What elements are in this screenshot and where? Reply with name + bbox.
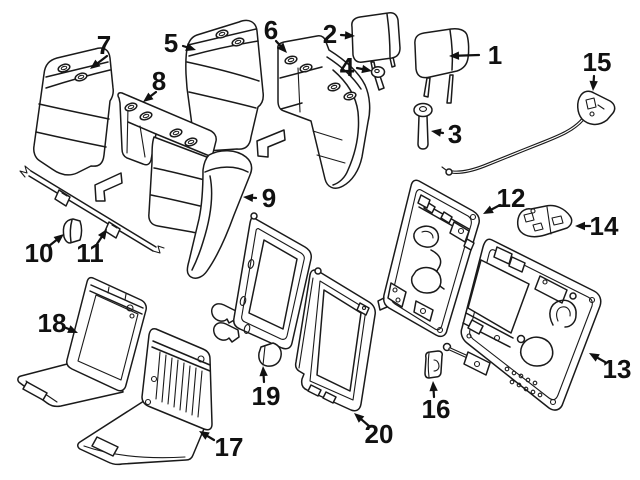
callout-19-arrowhead [259,366,268,377]
callout-13-arrowhead [589,353,600,362]
callout-6-arrowhead [277,42,287,53]
callout-18-label: 18 [38,308,67,338]
callout-5: 5 [164,28,196,58]
part-18-folding-frame-left [17,276,147,408]
callout-2: 2 [323,19,355,49]
callout-19: 19 [252,366,281,411]
callout-19-label: 19 [252,381,281,411]
callout-11-label: 11 [76,238,104,268]
part-8-seatback-center [94,92,217,234]
callout-13-label: 13 [603,354,632,384]
callout-3-arrowhead [431,128,442,137]
callout-12-arrowhead [483,205,494,214]
callout-2-arrowhead [344,31,355,40]
callout-8-label: 8 [152,66,166,96]
callout-8: 8 [143,66,166,102]
callout-15-label: 15 [583,47,612,77]
callout-20: 20 [354,413,393,449]
callout-16-label: 16 [422,394,451,424]
callout-2-label: 2 [323,19,337,49]
callout-17-label: 17 [215,432,244,462]
part-20-back-panel-right [294,267,376,412]
part-6-seatback-cushion-right [256,35,371,189]
callout-1-leader [454,53,481,57]
callout-3: 3 [431,119,462,149]
callout-11-arrowhead [97,229,107,240]
callout-11: 11 [76,229,107,268]
part-6-latch-flag [256,129,286,158]
callout-6-label: 6 [264,15,278,45]
callout-4-label: 4 [340,52,355,82]
callout-9-arrowhead [243,193,254,202]
callout-20-label: 20 [365,419,394,449]
callout-14-arrowhead [575,221,585,231]
part-15-release-cable [441,90,616,176]
callout-17-arrowhead [199,431,210,440]
callout-1-arrowhead [449,51,460,60]
callout-14: 14 [575,211,619,241]
part-14-mounting-bracket [516,204,573,238]
callout-13: 13 [589,353,631,384]
part-2-headrest-center [351,12,401,73]
callout-1-label: 1 [488,40,502,70]
callout-12-label: 12 [497,183,526,213]
callout-15: 15 [583,47,612,91]
callout-16: 16 [422,381,451,424]
callout-9-label: 9 [262,183,276,213]
callout-4: 4 [340,52,372,82]
callout-16-arrowhead [429,381,438,392]
callout-20-arrowhead [354,413,365,423]
part-10-clip [62,218,83,244]
callout-9: 9 [243,183,276,213]
part-11-trim-strip [19,165,165,254]
part-8-latch-flag [94,172,123,202]
callout-4-arrowhead [361,64,372,74]
callout-5-arrowhead [185,43,196,52]
callout-14-label: 14 [590,211,619,241]
part-3-headrest-guide-sleeve [413,102,433,150]
callout-18-arrowhead [67,325,78,333]
part-19-back-panel-left [211,212,312,367]
part-1-headrest-outer [414,28,470,104]
callout-1: 1 [449,40,502,70]
callout-3-label: 3 [448,119,462,149]
callout-10: 10 [25,234,64,268]
callout-18: 18 [38,308,78,338]
callout-7: 7 [90,30,111,69]
part-4-headrest-guide-button [370,66,386,91]
callout-17: 17 [199,431,243,462]
callout-10-label: 10 [25,238,54,268]
callout-5-label: 5 [164,28,178,58]
callout-10-arrowhead [53,234,64,244]
part-13-seatback-frame-large [442,238,602,411]
part-12-seatback-frame-small [377,179,480,338]
part-16-clip [424,350,443,379]
callout-6: 6 [264,15,287,53]
part-9-side-bolster [186,150,253,279]
callout-8-arrowhead [143,92,154,102]
callout-7-label: 7 [97,30,111,60]
callout-12: 12 [483,183,525,214]
part-17-folding-frame-right [77,328,213,466]
part-7-seatback-cushion-left [33,47,114,176]
callout-7-arrowhead [90,59,101,69]
callout-15-arrowhead [589,80,598,91]
